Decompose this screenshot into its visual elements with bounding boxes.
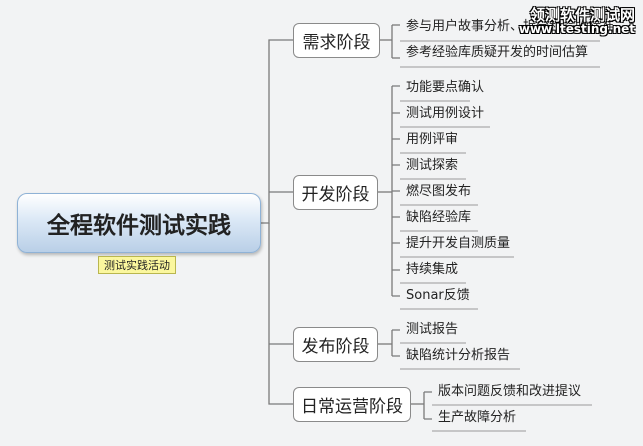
leaf-item[interactable]: 测试用例设计 bbox=[406, 106, 485, 121]
watermark-title: 领测软件测试网 bbox=[529, 6, 635, 24]
leaf-item[interactable]: 版本问题反馈和改进提议 bbox=[438, 384, 582, 399]
leaf-item[interactable]: 提升开发自测质量 bbox=[406, 236, 511, 251]
phase-development-label: 开发阶段 bbox=[301, 185, 370, 205]
leaf-item[interactable]: 燃尽图发布 bbox=[406, 184, 472, 199]
leaf-item[interactable]: 测试报告 bbox=[406, 322, 459, 337]
leaf-item[interactable]: 参考经验库质疑开发的时间估算 bbox=[406, 45, 589, 60]
leaf-item[interactable]: 持续集成 bbox=[406, 262, 459, 277]
root-note: 测试实践活动 bbox=[98, 256, 176, 274]
leaf-item[interactable]: 缺陷经验库 bbox=[406, 210, 472, 225]
leaf-item[interactable]: 参与用户故事分析、拆分和验收标准 bbox=[406, 19, 615, 34]
leaf-item[interactable]: 功能要点确认 bbox=[406, 80, 485, 95]
phase-requirements-label: 需求阶段 bbox=[302, 33, 371, 53]
root-node-label: 全程软件测试实践 bbox=[47, 213, 231, 239]
leaf-item[interactable]: 生产故障分析 bbox=[438, 410, 517, 425]
leaf-item[interactable]: 测试探索 bbox=[406, 158, 459, 173]
phase-release[interactable]: 发布阶段 bbox=[293, 327, 378, 362]
phase-requirements[interactable]: 需求阶段 bbox=[293, 23, 380, 58]
phase-development[interactable]: 开发阶段 bbox=[293, 175, 378, 210]
watermark-url: www.ltesting.net bbox=[518, 22, 635, 36]
phase-operations[interactable]: 日常运营阶段 bbox=[293, 387, 411, 422]
leaf-item[interactable]: 用例评审 bbox=[406, 132, 459, 147]
root-node[interactable]: 全程软件测试实践 bbox=[17, 193, 261, 253]
leaf-item[interactable]: 缺陷统计分析报告 bbox=[406, 348, 511, 363]
leaf-item[interactable]: Sonar反馈 bbox=[406, 288, 470, 303]
phase-release-label: 发布阶段 bbox=[301, 337, 370, 357]
phase-operations-label: 日常运营阶段 bbox=[301, 397, 403, 417]
